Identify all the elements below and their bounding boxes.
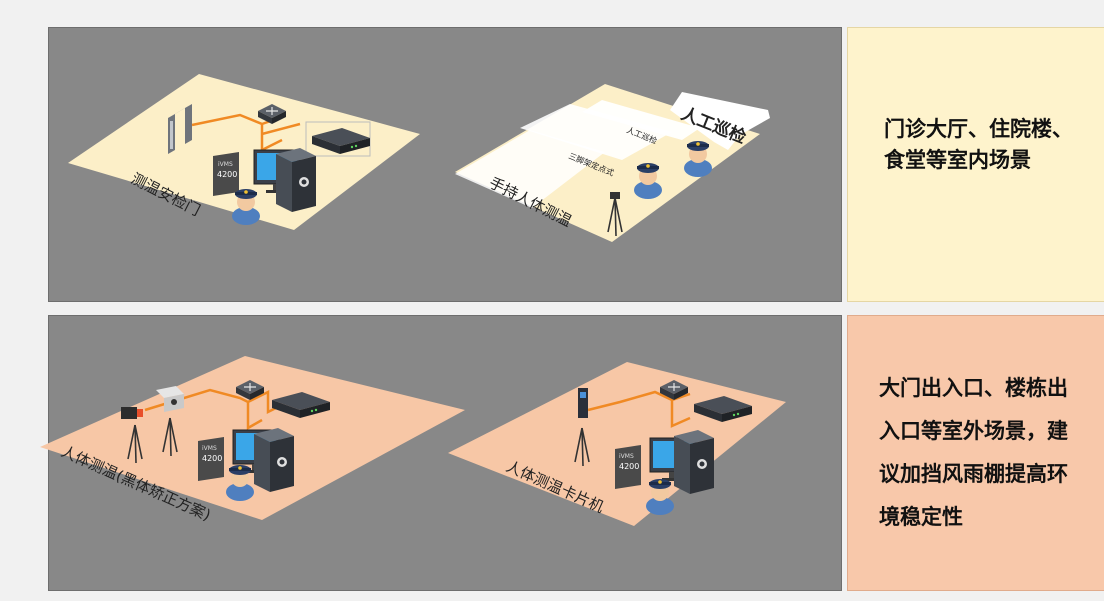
- outdoor-floor-tile-right: [448, 362, 786, 526]
- security-gate-scene: iVMS 4200 测温安检门: [68, 74, 420, 230]
- ivms-sign-label: iVMS: [218, 161, 233, 168]
- ivms-sign-number-card: 4200: [619, 462, 639, 471]
- handheld-thermometry-scene: 人工巡检 人工巡检 三脚架定点式 手持人体测温: [455, 84, 770, 242]
- computer-tower-icon-bottom: [254, 428, 294, 492]
- card-camera-scene: iVMS 4200 人体测温卡片机: [448, 362, 786, 526]
- ivms-sign-number-bottom: 4200: [202, 454, 222, 463]
- ivms-sign-number: 4200: [217, 170, 237, 179]
- ivms-sign-label-card: iVMS: [619, 453, 634, 460]
- blackbody-thermometry-scene: iVMS 4200 人体测温(黑体矫正方案): [40, 356, 465, 524]
- computer-tower-icon-card: [674, 430, 714, 494]
- ivms-sign-label-bottom: iVMS: [202, 445, 217, 452]
- computer-tower-icon: [276, 148, 316, 212]
